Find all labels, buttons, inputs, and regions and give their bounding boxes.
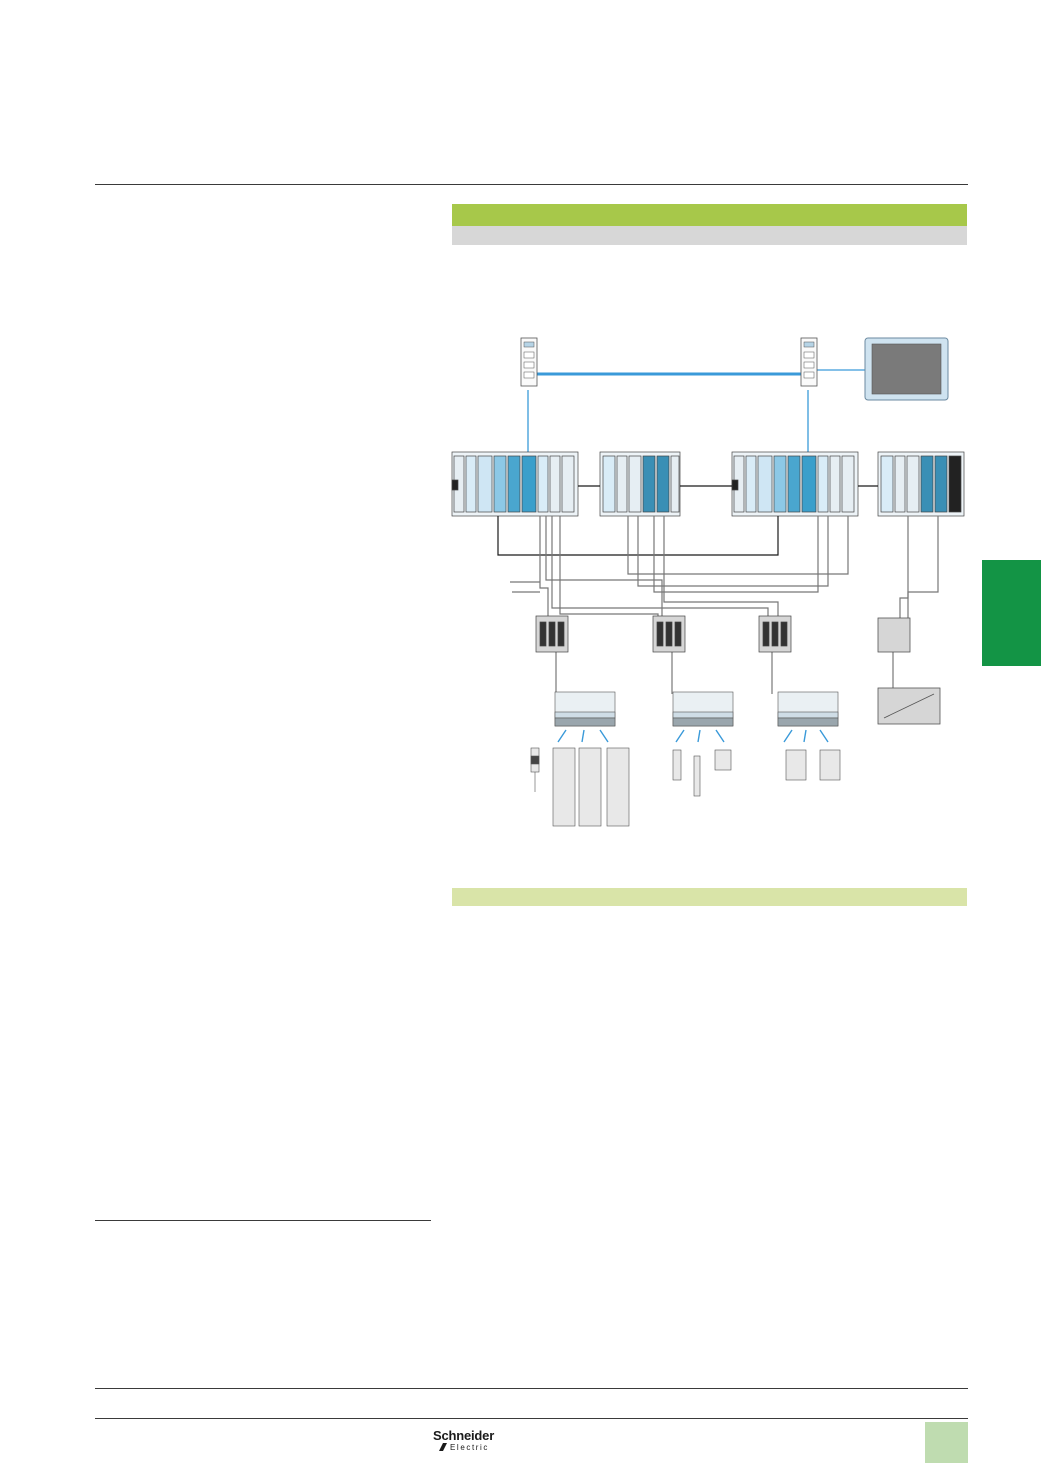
chapter-side-tab[interactable] [982,560,1041,666]
distributed-io-icon [535,615,569,653]
section-subtitle-band [452,226,967,245]
hmi-panel-icon [864,337,949,401]
footer-rule-top [95,1388,968,1389]
section-band-lower [452,888,967,906]
plc-rack-icon [599,451,681,517]
footer-rule-bottom [95,1418,968,1419]
signal-tower-icon [530,747,540,792]
header-rule [95,184,968,185]
page-number-box [925,1422,968,1463]
logo-mark-icon [439,1443,447,1451]
switch-icon [520,337,538,387]
plc-rack-icon [731,451,859,517]
architecture-diagram [451,337,965,827]
motor-starter-icon [552,747,630,827]
plc-rack-icon [877,451,965,517]
io-terminal-icon [777,691,839,727]
drive-icon [877,687,941,725]
switch-icon [800,337,818,387]
io-terminal-icon [554,691,616,727]
plc-rack-icon [451,451,579,517]
sensor-icon [672,749,732,797]
io-terminal-icon [672,691,734,727]
logo-brand: Schneider [433,1428,495,1443]
distributed-io-icon [652,615,686,653]
drive-icon [877,617,911,653]
distributed-io-icon [758,615,792,653]
section-title-band [452,204,967,226]
schneider-electric-logo: Schneider Electric [428,1428,518,1458]
footnote-rule [95,1220,431,1221]
logo-sub: Electric [450,1443,490,1452]
pushbutton-station-icon [785,749,841,781]
